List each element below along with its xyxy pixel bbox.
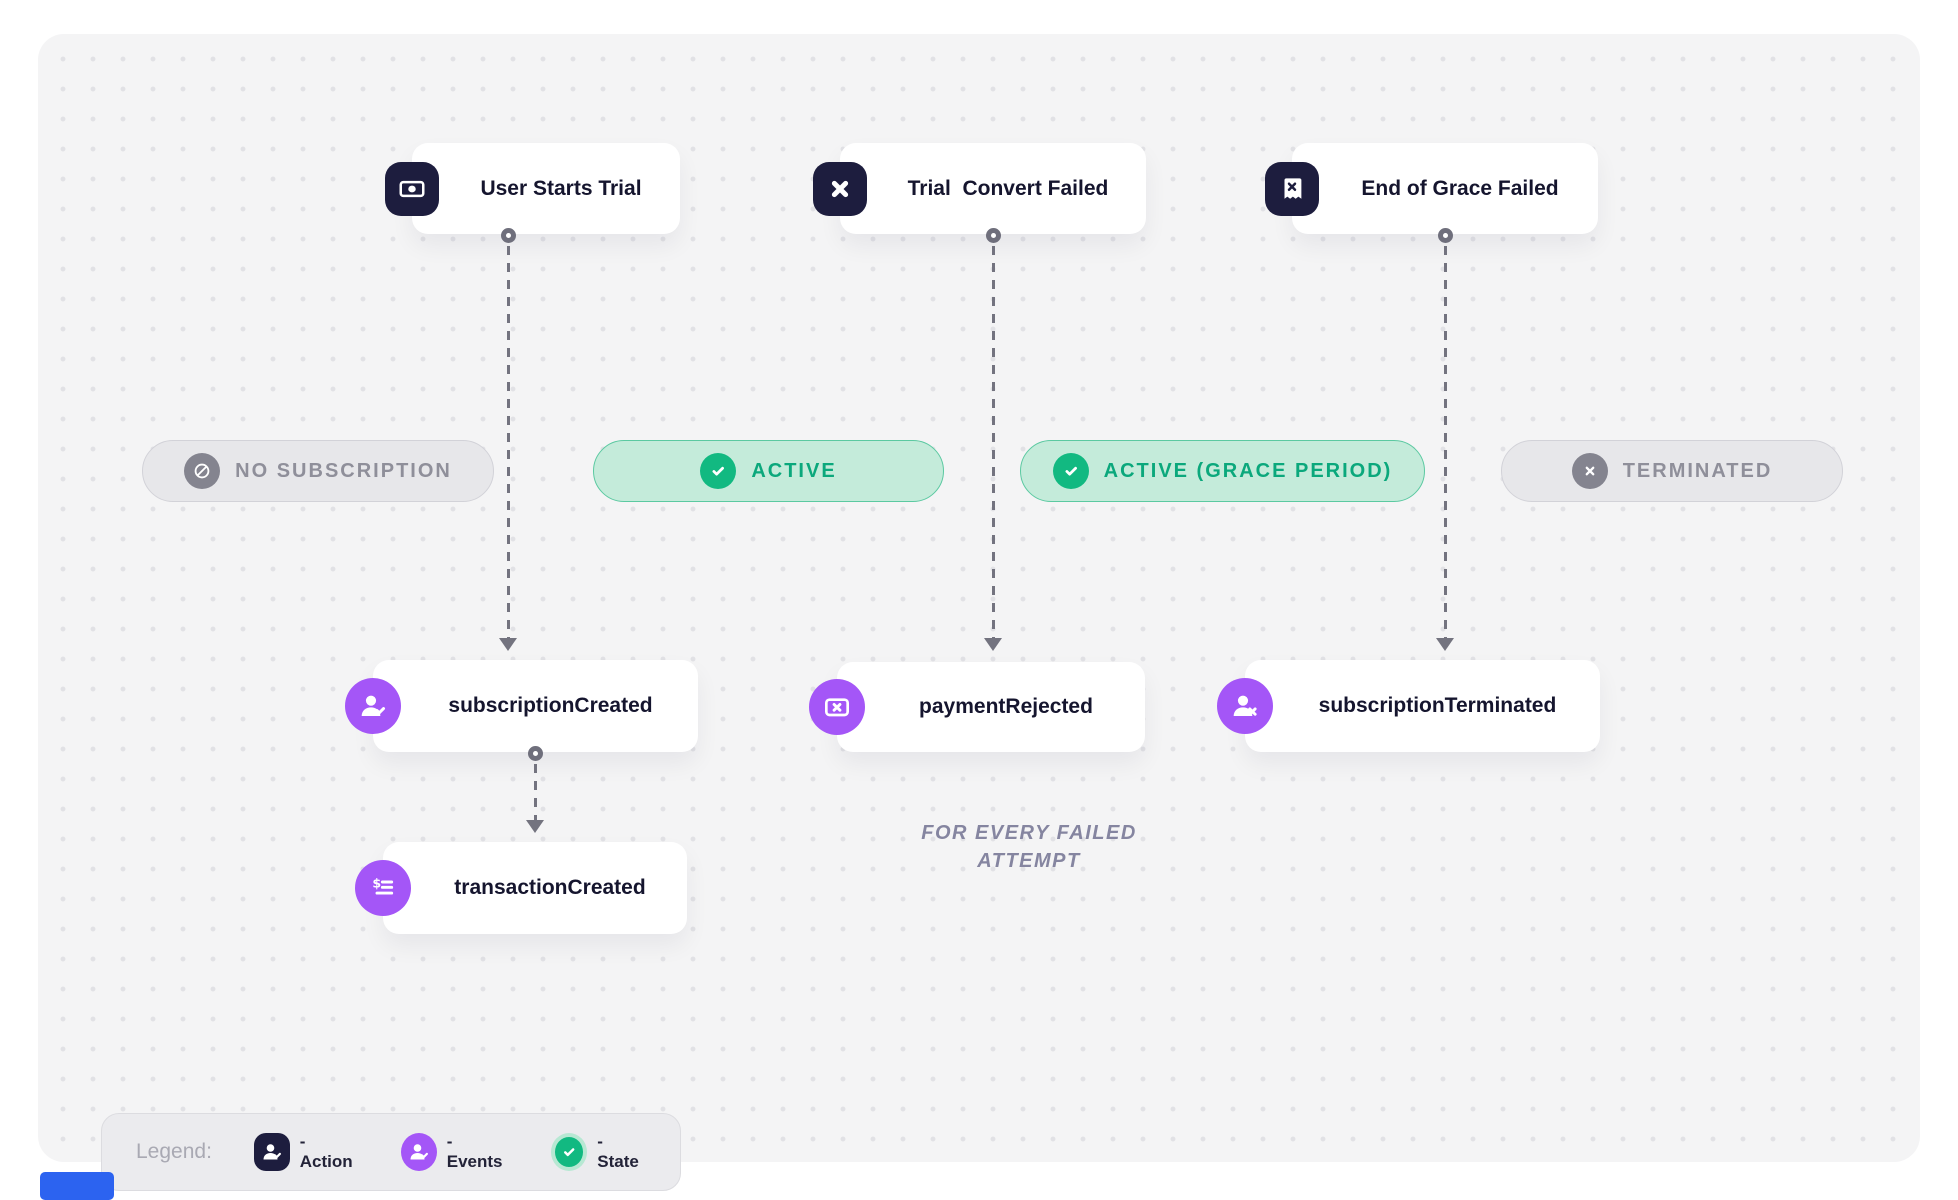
connector-dot xyxy=(528,746,543,761)
receipt-dollar-icon: $ xyxy=(355,860,411,916)
terminated-x-icon xyxy=(1571,453,1608,489)
connector-line xyxy=(507,246,510,638)
receipt-x-icon xyxy=(1265,161,1319,216)
action-label: Trial Convert Failed xyxy=(907,176,1109,200)
arrow-down-icon xyxy=(984,638,1002,651)
connector-dot xyxy=(1438,228,1453,243)
legend-item-state: - State xyxy=(551,1132,646,1172)
ban-icon xyxy=(184,453,221,489)
connector-dot xyxy=(986,228,1001,243)
state-label: TERMINATED xyxy=(1622,459,1773,482)
arrow-down-icon xyxy=(1436,638,1454,651)
state-label: ACTIVE (GRACE PERIOD) xyxy=(1103,459,1393,482)
state-pill-active[interactable]: ACTIVE xyxy=(593,440,944,502)
event-label: transactionCreated xyxy=(454,876,646,899)
for-every-failed-attempt-note: FOR EVERY FAILED ATTEMPT xyxy=(921,822,1137,872)
connector-line xyxy=(992,246,995,638)
x-icon xyxy=(813,161,867,216)
action-node-user-starts-trial[interactable]: User Starts Trial xyxy=(385,143,680,234)
connector-line xyxy=(534,764,537,820)
banknote-icon xyxy=(385,161,439,216)
bottom-left-accent-bar xyxy=(40,1172,114,1200)
event-node-subscription-created[interactable]: subscriptionCreated xyxy=(345,660,698,752)
action-label: User Starts Trial xyxy=(480,176,642,200)
legend-item-events: - Events xyxy=(400,1132,509,1172)
connector-line xyxy=(1444,246,1447,638)
action-label: End of Grace Failed xyxy=(1361,176,1559,200)
event-node-subscription-terminated[interactable]: subscriptionTerminated xyxy=(1217,660,1600,752)
dotted-grid-panel: User Starts Trial Trial Convert Failed E… xyxy=(38,34,1920,1191)
legend-label: - Action xyxy=(299,1132,353,1171)
connector-dot xyxy=(501,228,516,243)
user-x-icon xyxy=(1217,678,1273,734)
legend-title: Legend: xyxy=(136,1140,212,1163)
legend-item-action: - Action xyxy=(253,1132,359,1172)
legend: Legend: - Action - Events - State xyxy=(101,1113,681,1191)
svg-text:$: $ xyxy=(372,875,381,890)
check-icon xyxy=(700,453,737,489)
state-pill-no-subscription[interactable]: NO SUBSCRIPTION xyxy=(142,440,494,502)
event-node-transaction-created[interactable]: $ transactionCreated xyxy=(355,842,687,934)
legend-label: - Events xyxy=(446,1132,503,1171)
check-icon xyxy=(1052,453,1089,489)
state-pill-terminated[interactable]: TERMINATED xyxy=(1501,440,1843,502)
event-node-payment-rejected[interactable]: paymentRejected xyxy=(809,662,1145,752)
action-user-check-icon xyxy=(253,1133,290,1171)
events-user-check-icon xyxy=(400,1133,437,1171)
action-node-end-of-grace-failed[interactable]: End of Grace Failed xyxy=(1265,143,1598,234)
state-check-icon xyxy=(551,1133,588,1171)
arrow-down-icon xyxy=(526,820,544,833)
arrow-down-icon xyxy=(499,638,517,651)
user-check-icon xyxy=(345,678,401,734)
state-pill-active-grace-period[interactable]: ACTIVE (GRACE PERIOD) xyxy=(1020,440,1425,502)
event-label: subscriptionCreated xyxy=(448,694,653,717)
state-label: NO SUBSCRIPTION xyxy=(235,459,452,482)
action-node-trial-convert-failed[interactable]: Trial Convert Failed xyxy=(813,143,1146,234)
state-label: ACTIVE xyxy=(751,459,837,482)
card-x-icon xyxy=(809,679,865,735)
event-label: paymentRejected xyxy=(919,695,1093,718)
legend-label: - State xyxy=(597,1132,639,1171)
event-label: subscriptionTerminated xyxy=(1318,694,1557,717)
